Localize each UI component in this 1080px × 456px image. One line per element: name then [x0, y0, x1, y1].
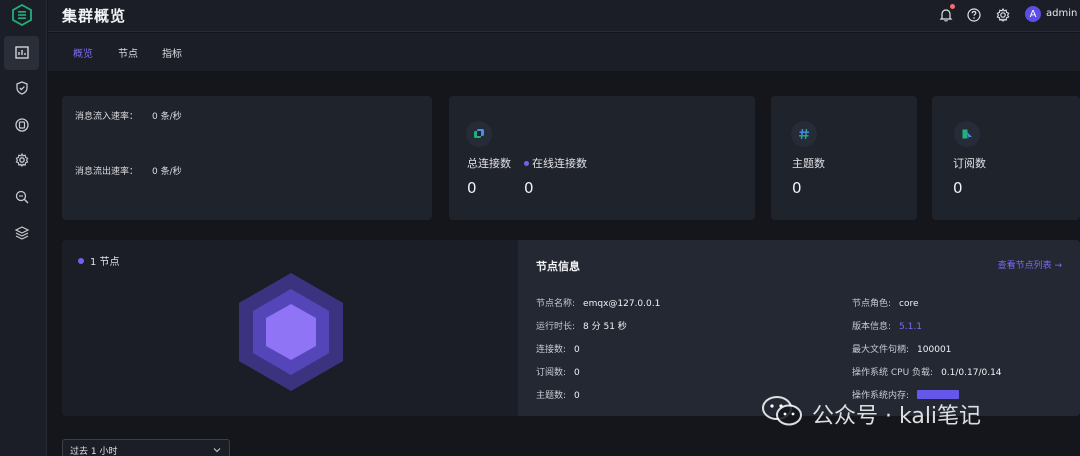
online-dot: [524, 160, 529, 166]
time-range-select[interactable]: 过去 1 小时: [62, 439, 230, 456]
cpu-load-row: 操作系统 CPU 负载:0.1/0.17/0.14: [852, 368, 1002, 378]
node-name-row: 节点名称:emqx@127.0.0.1: [536, 299, 661, 309]
tab-nodes[interactable]: 节点: [118, 49, 138, 60]
node-hexagon-icon[interactable]: [238, 272, 344, 392]
node-count: 1 节点: [78, 253, 120, 268]
max-fds-row: 最大文件句柄:100001: [852, 345, 952, 355]
outgoing-rate: 消息流出速率： 0 条/秒: [75, 164, 182, 177]
topics-label: 主题数: [792, 157, 825, 170]
layers-icon: [14, 226, 29, 240]
tab-bar: 概览 节点 指标: [48, 33, 1080, 71]
node-topics-row: 主题数:0: [536, 391, 580, 401]
topics-card: 主题数 0: [771, 96, 917, 220]
total-connections-label: 总连接数: [467, 157, 511, 170]
top-bar: 集群概览 A admin: [48, 0, 1080, 32]
node-connections-row: 连接数:0: [536, 345, 580, 355]
sidebar-item-diagnose[interactable]: [4, 180, 39, 214]
diagnose-search-icon: [15, 190, 28, 204]
node-panel: 1 节点 节点信息 查看节点列表 → 节点名称:emqx@127.0.0.1 运…: [62, 240, 1080, 416]
help-icon[interactable]: [966, 7, 982, 23]
subscribe-icon: [954, 121, 980, 147]
connections-card: 总连接数 在线连接数 0 0: [449, 96, 755, 220]
wechat-icon: [762, 396, 802, 426]
connections-icon: [466, 121, 492, 147]
settings-icon[interactable]: [995, 7, 1011, 23]
emqx-logo-icon[interactable]: [11, 4, 33, 26]
time-range-value: 过去 1 小时: [70, 447, 118, 456]
version-link[interactable]: 5.1.1: [899, 322, 922, 332]
online-connections-label: 在线连接数: [524, 155, 587, 171]
page-title: 集群概览: [62, 7, 127, 25]
subscriptions-label: 订阅数: [953, 157, 986, 170]
incoming-rate: 消息流入速率： 0 条/秒: [75, 109, 182, 122]
message-rate-card: 消息流入速率： 0 条/秒 消息流出速率： 0 条/秒: [62, 96, 432, 220]
node-status-dot: [78, 258, 84, 264]
node-topology: 1 节点: [62, 240, 518, 416]
dashboard-icon: [14, 46, 29, 59]
sidebar-item-security[interactable]: [4, 71, 39, 105]
memory-usage-bar: [917, 390, 960, 399]
node-subscriptions-row: 订阅数:0: [536, 368, 580, 378]
notification-badge: [950, 4, 955, 9]
sidebar-item-integration[interactable]: [4, 108, 39, 142]
watermark-text: 公众号 · kali笔记: [812, 404, 982, 429]
node-info: 节点信息 查看节点列表 → 节点名称:emqx@127.0.0.1 运行时长:8…: [518, 240, 1080, 416]
username[interactable]: admin: [1046, 8, 1078, 19]
settings-gear-icon: [15, 152, 28, 168]
memory-row: 操作系统内存:: [852, 388, 960, 401]
subscriptions-card: 订阅数 0: [932, 96, 1080, 220]
node-info-title: 节点信息: [536, 260, 580, 273]
uptime-row: 运行时长:8 分 51 秒: [536, 322, 627, 332]
sidebar: [0, 0, 47, 456]
avatar[interactable]: A: [1025, 6, 1041, 22]
outgoing-rate-value: 0 条/秒: [152, 167, 182, 177]
topics-value: 0: [792, 179, 802, 197]
view-node-list-link[interactable]: 查看节点列表 →: [997, 261, 1062, 271]
node-role-row: 节点角色:core: [852, 299, 919, 309]
tab-overview[interactable]: 概览: [73, 49, 93, 60]
data-integration-icon: [14, 118, 29, 132]
notification-bell-icon[interactable]: [938, 7, 954, 23]
sidebar-item-extensions[interactable]: [4, 216, 39, 250]
subscriptions-value: 0: [953, 179, 963, 197]
incoming-rate-value: 0 条/秒: [152, 112, 182, 122]
chevron-down-icon: [213, 448, 221, 453]
shield-icon: [15, 81, 28, 95]
incoming-rate-label: 消息流入速率：: [75, 112, 139, 122]
sidebar-item-management[interactable]: [4, 143, 39, 177]
tab-metrics[interactable]: 指标: [162, 49, 182, 60]
hashtag-icon: [791, 121, 817, 147]
outgoing-rate-label: 消息流出速率：: [75, 167, 139, 177]
total-connections-value: 0: [467, 179, 477, 197]
version-row: 版本信息:5.1.1: [852, 322, 922, 332]
online-connections-value: 0: [524, 179, 534, 197]
sidebar-item-dashboard[interactable]: [4, 36, 39, 70]
